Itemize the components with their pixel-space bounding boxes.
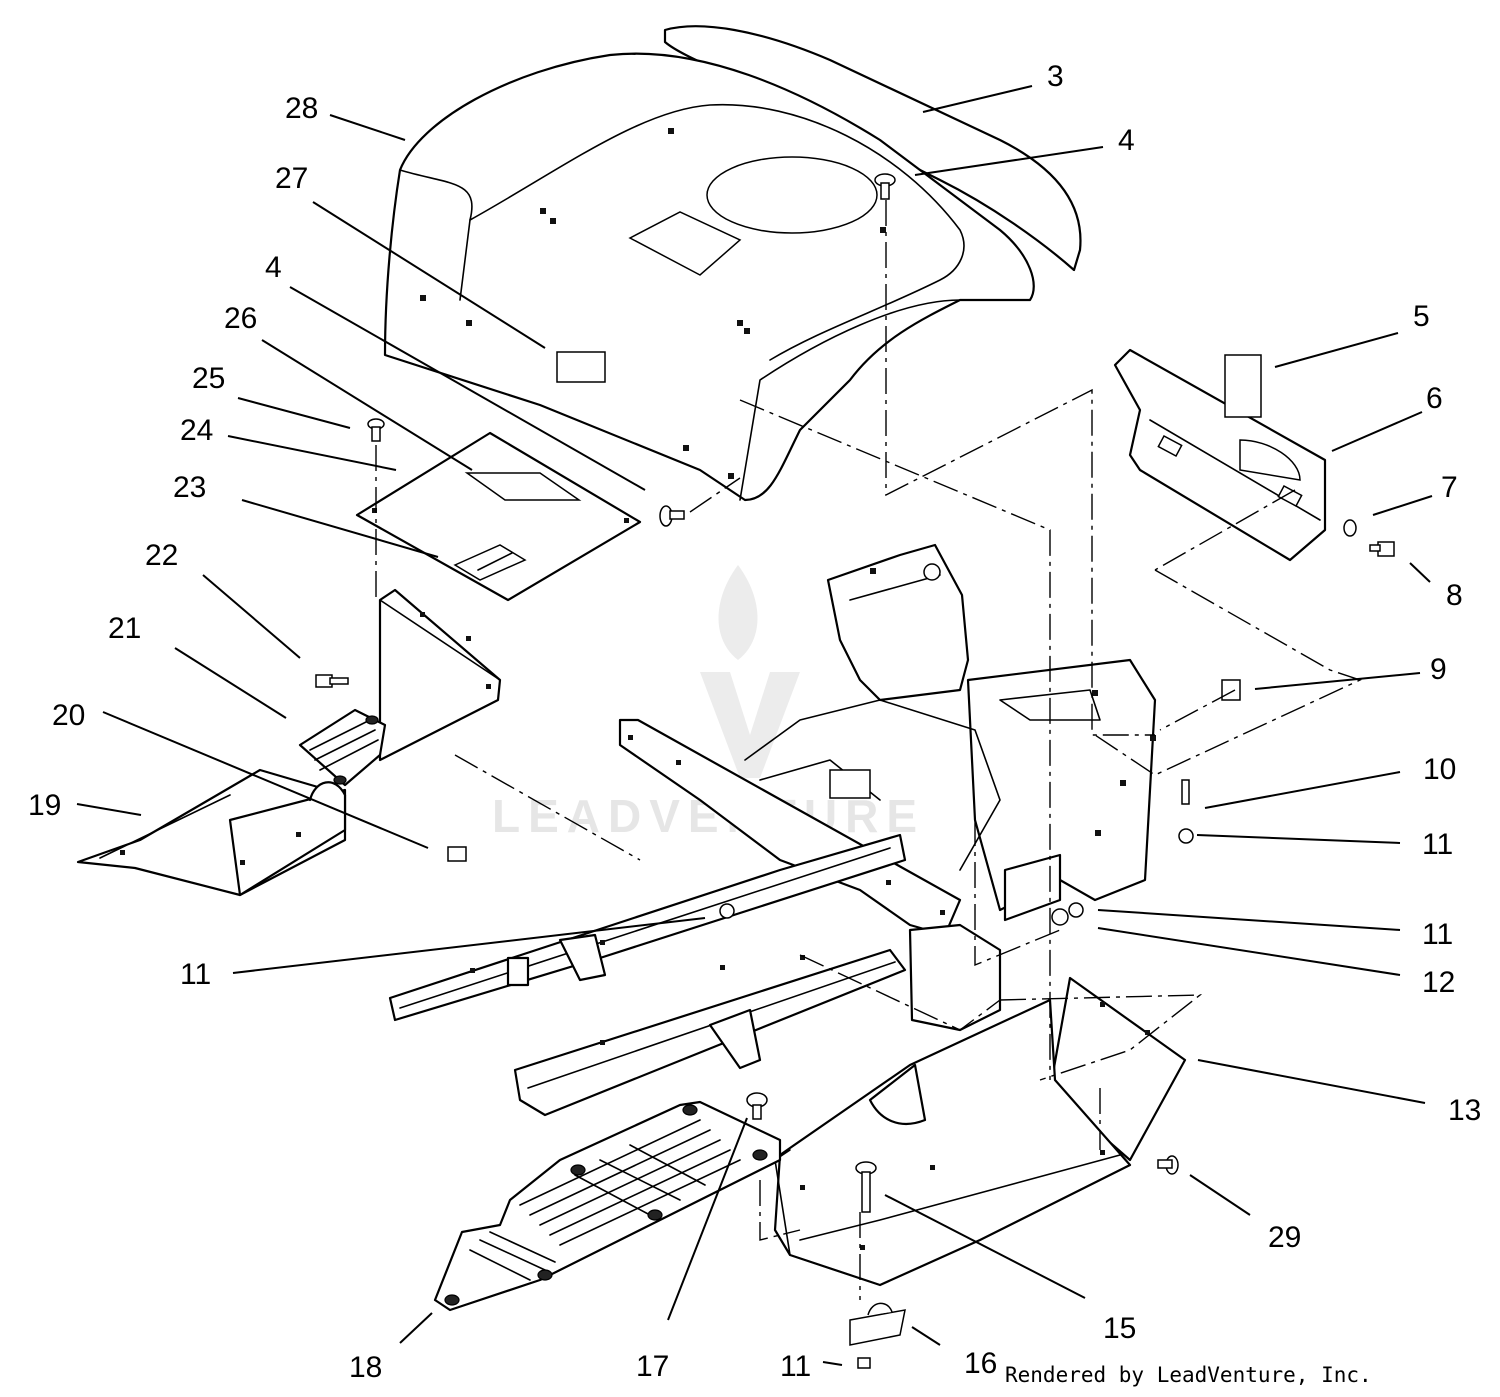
part-11-nut-right-upper <box>1178 828 1194 844</box>
callout-4-top: 4 <box>1118 124 1135 157</box>
part-20-clip <box>447 846 467 862</box>
callout-22: 22 <box>145 539 178 572</box>
callout-16: 16 <box>964 1347 997 1380</box>
part-29-bolt <box>1157 1155 1179 1175</box>
part-4-rivet-left <box>659 505 685 527</box>
assembly-lines <box>375 200 1362 1300</box>
part-6-bracket <box>1113 348 1327 562</box>
part-17-push-pin <box>746 1092 768 1120</box>
callout-15: 15 <box>1103 1312 1136 1345</box>
callout-13: 13 <box>1448 1094 1481 1127</box>
main-frame-rails <box>388 833 907 1117</box>
part-5-decal <box>1224 354 1262 418</box>
part-15-bolt <box>855 1161 877 1213</box>
leader-lines <box>76 85 1433 1366</box>
part-22-bolt <box>315 674 349 688</box>
callout-11-right-upper: 11 <box>1422 828 1453 861</box>
part-7-washer <box>1343 519 1357 537</box>
callout-12: 12 <box>1422 966 1455 999</box>
callout-11-bottom: 11 <box>780 1350 811 1383</box>
callout-24: 24 <box>180 414 213 447</box>
callout-20: 20 <box>52 699 85 732</box>
watermark-logo <box>700 565 800 778</box>
part-19-left-panel <box>76 768 347 897</box>
part-15-footrest-pan <box>773 998 1132 1287</box>
part-8-bolt <box>1369 541 1395 557</box>
callout-28: 28 <box>285 92 318 125</box>
callout-29: 29 <box>1268 1221 1301 1254</box>
part-16-clamp <box>849 1302 906 1346</box>
callout-8: 8 <box>1446 579 1463 612</box>
callout-21: 21 <box>108 612 141 645</box>
part-21-left-bracket <box>378 588 502 762</box>
center-frame-assembly <box>618 543 1157 1032</box>
callout-labels: 28 3 4 27 4 26 25 24 23 22 21 20 19 5 6 … <box>28 60 1481 1384</box>
part-28-hood <box>383 52 1035 502</box>
callout-11-right-lower: 11 <box>1422 918 1453 951</box>
callout-11-center: 11 <box>180 958 211 991</box>
part-11-nut-bottom <box>857 1357 871 1369</box>
callout-9: 9 <box>1430 653 1447 686</box>
credit-text: Rendered by LeadVenture, Inc. <box>1005 1363 1372 1387</box>
callout-6: 6 <box>1426 382 1443 415</box>
callout-3: 3 <box>1047 60 1064 93</box>
callout-23: 23 <box>173 471 206 504</box>
part-18-foot-mat <box>433 1100 782 1312</box>
callout-19: 19 <box>28 789 61 822</box>
callout-25: 25 <box>192 362 225 395</box>
callout-27: 27 <box>275 162 308 195</box>
callout-10: 10 <box>1423 753 1456 786</box>
part-11-nut-right-lower <box>1068 902 1084 918</box>
callout-5: 5 <box>1413 300 1430 333</box>
part-11-nut-center <box>719 903 735 919</box>
callout-4-left: 4 <box>265 251 282 284</box>
callout-26: 26 <box>224 302 257 335</box>
part-4-rivet-top <box>874 173 896 200</box>
callout-17: 17 <box>636 1350 669 1383</box>
callout-18: 18 <box>349 1351 382 1384</box>
part-21-step-plate <box>298 708 387 787</box>
part-25-screw <box>367 418 385 442</box>
callout-7: 7 <box>1441 471 1458 504</box>
part-24-dash-plate <box>355 431 642 602</box>
part-12-washer <box>1051 908 1069 926</box>
part-27-decal <box>556 351 606 383</box>
part-9-clip <box>1221 679 1241 701</box>
part-10-bolt <box>1181 779 1190 805</box>
